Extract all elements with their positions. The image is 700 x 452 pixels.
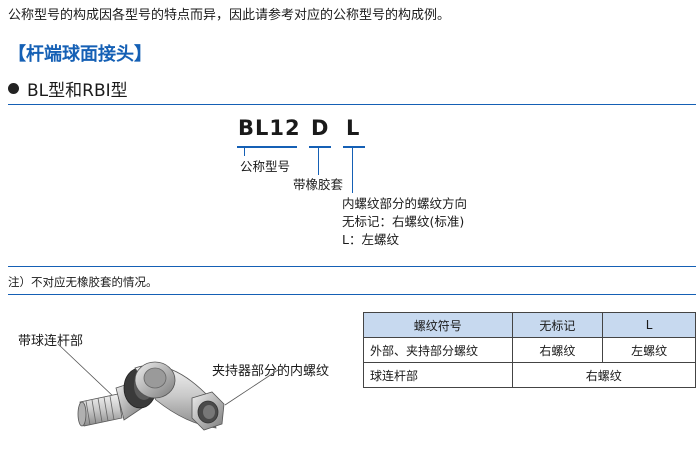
header-thread-symbol: 螺纹符号 xyxy=(363,312,513,338)
rod-end-illustration xyxy=(57,343,279,431)
code-series-underline xyxy=(237,146,297,148)
code-thread-underline xyxy=(343,146,365,148)
thread-direction-label: 内螺纹部分的螺纹方向 xyxy=(342,196,468,211)
boot-connector xyxy=(318,147,319,175)
boot-label: 带橡胶套 xyxy=(293,177,344,192)
thread-connector xyxy=(352,147,353,193)
nominal-connector xyxy=(244,147,245,156)
bullet-icon xyxy=(8,83,19,94)
header-no-mark: 无标记 xyxy=(511,312,604,338)
stud-leader xyxy=(57,343,116,399)
l-mark-label: L：左螺纹 xyxy=(342,232,399,247)
code-boot: D xyxy=(311,116,330,140)
table-row: 外部、夹持部分螺纹 右螺纹 左螺纹 xyxy=(363,337,696,363)
stud-label: 带球连杆部 xyxy=(18,334,84,349)
nominal-label: 公称型号 xyxy=(240,159,291,174)
code-series: BL12 xyxy=(238,116,301,140)
table-row: 球连杆部 右螺纹 xyxy=(363,362,697,388)
intro-text: 公称型号的构成因各型号的特点而异，因此请参考对应的公称型号的构成例。 xyxy=(8,8,451,23)
table-header-row: 螺纹符号 无标记 L xyxy=(363,312,696,338)
note-text: 注）不对应无橡胶套的情况。 xyxy=(8,275,158,289)
thread-table: 螺纹符号 无标记 L 外部、夹持部分螺纹 右螺纹 左螺纹 球连杆部 右螺纹 xyxy=(363,312,697,388)
row-label-external: 外部、夹持部分螺纹 xyxy=(363,337,513,363)
section-title: 【杆端球面接头】 xyxy=(8,44,152,65)
cell-left-thread: 左螺纹 xyxy=(602,337,696,363)
header-l: L xyxy=(602,312,696,338)
housing xyxy=(134,361,225,431)
no-mark-label: 无标记：右螺纹(标准) xyxy=(342,214,465,229)
subtitle: BL型和RBI型 xyxy=(8,76,128,101)
code-boot-underline xyxy=(309,146,331,148)
top-divider xyxy=(8,104,696,105)
cell-stud-thread: 右螺纹 xyxy=(511,362,697,388)
housing-label: 夹持器部分的内螺纹 xyxy=(212,364,330,379)
note-divider-top xyxy=(8,266,696,267)
note-divider-bottom xyxy=(8,294,696,295)
cell-right-thread: 右螺纹 xyxy=(511,337,604,363)
row-label-stud: 球连杆部 xyxy=(363,362,513,388)
code-thread: L xyxy=(346,116,361,140)
stud-thread xyxy=(77,393,123,427)
subtitle-text: BL型和RBI型 xyxy=(27,81,128,101)
housing-leader xyxy=(224,369,279,406)
